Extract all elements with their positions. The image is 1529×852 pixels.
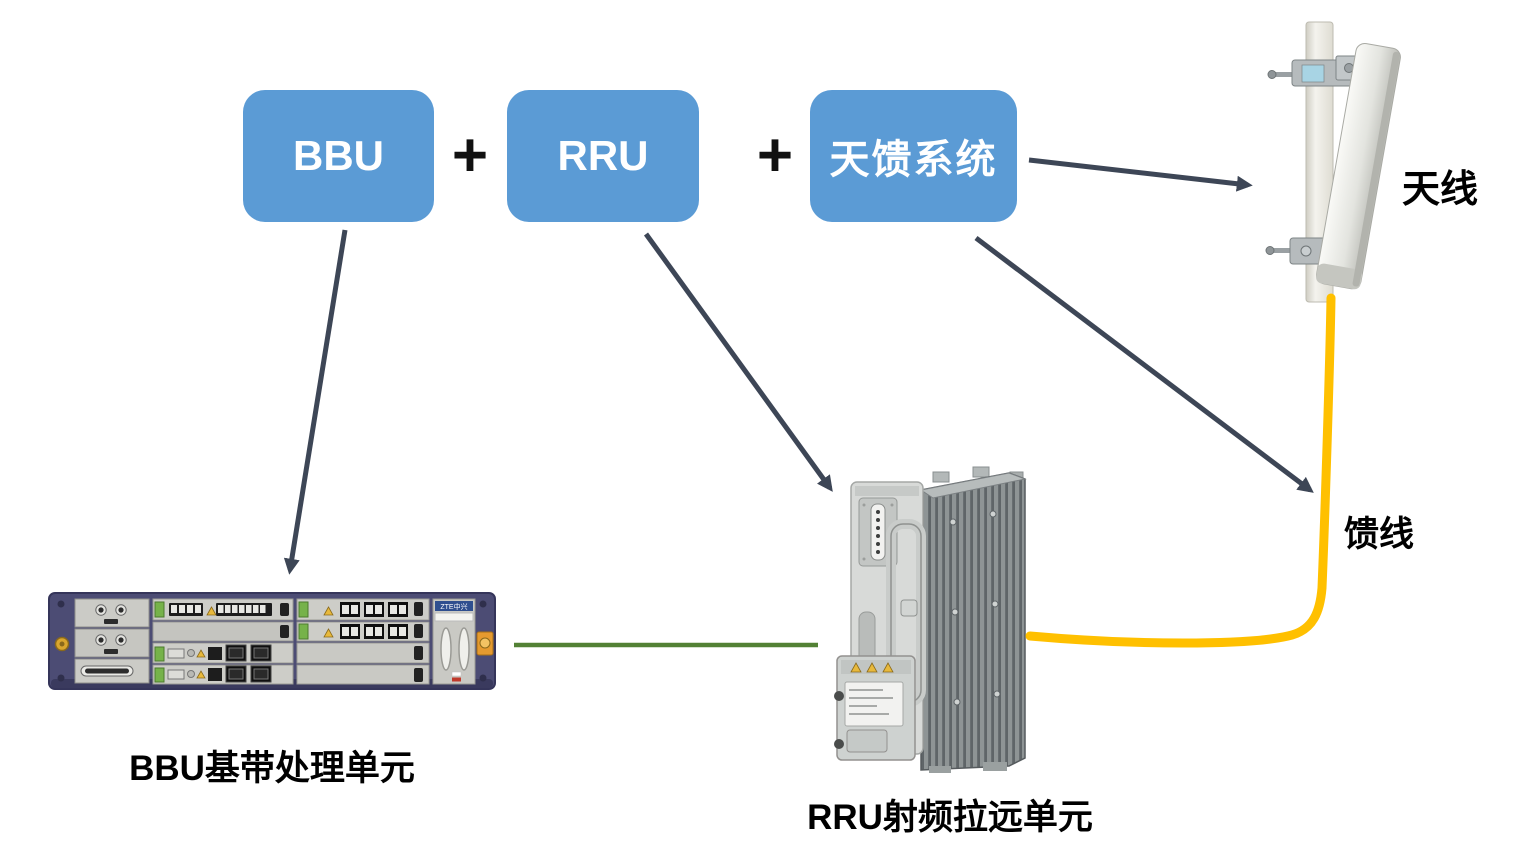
node-antenna-feeder-system-label: 天馈系统 bbox=[829, 138, 998, 182]
feeder-cable-line bbox=[1025, 293, 1336, 648]
arrow-afs-to-antenna bbox=[1028, 157, 1253, 192]
plus-operator-1: + bbox=[451, 121, 489, 190]
bbu-unit-caption: BBU基带处理单元 bbox=[129, 749, 415, 788]
node-bbu: BBU bbox=[243, 90, 434, 222]
arrow-rru-to-unit bbox=[643, 232, 833, 492]
rru-unit-illustration bbox=[834, 466, 1027, 773]
rru-unit-caption: RRU射频拉远单元 bbox=[807, 798, 1093, 837]
antenna-panel bbox=[1316, 42, 1401, 290]
node-antenna-feeder-system: 天馈系统 bbox=[810, 90, 1017, 222]
plus-operator-2: + bbox=[756, 121, 794, 190]
node-bbu-label: BBU bbox=[293, 132, 384, 179]
bbu-chassis-illustration: ZTE中兴 bbox=[48, 592, 496, 690]
bbu-logo-text: ZTE中兴 bbox=[440, 602, 467, 611]
arrow-bbu-to-chassis bbox=[283, 229, 348, 575]
node-rru-label: RRU bbox=[557, 132, 649, 179]
arrow-afs-to-feeder bbox=[974, 236, 1314, 493]
feeder-caption: 馈线 bbox=[1344, 515, 1415, 554]
antenna-top-bracket bbox=[1267, 55, 1363, 87]
antenna-caption: 天线 bbox=[1402, 169, 1479, 211]
node-rru: RRU bbox=[507, 90, 699, 222]
